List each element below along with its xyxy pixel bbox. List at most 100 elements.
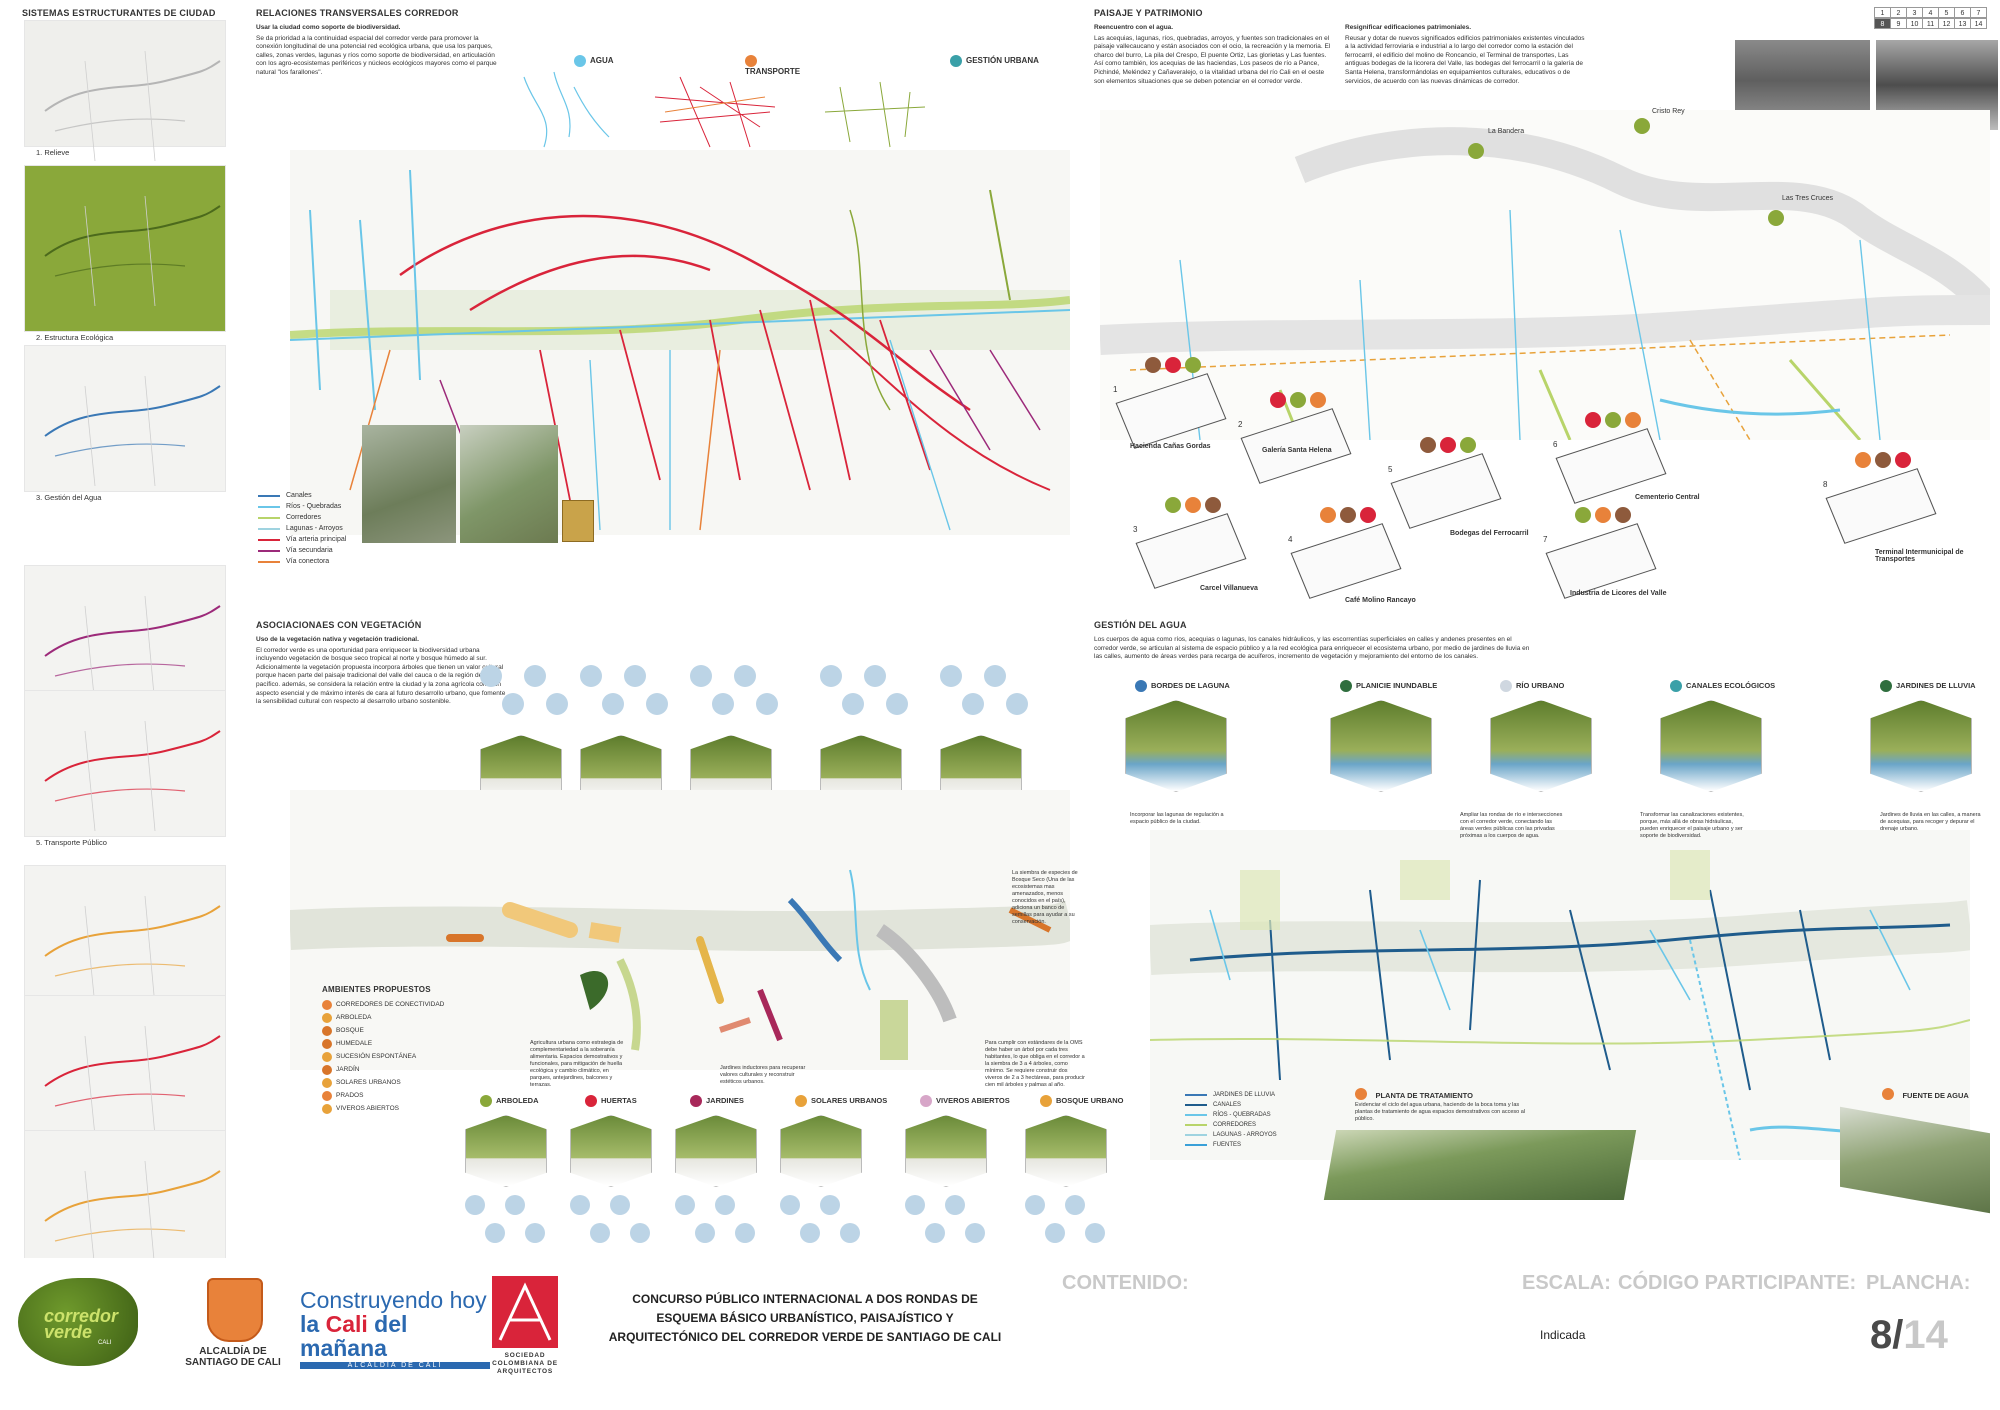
ambiente-type-chip: BOSQUE URBANO [1040,1095,1124,1107]
asociaciones-note-jardines: Jardines inductores para recuperar valor… [720,1065,806,1085]
heritage-use-icon [1185,497,1201,513]
la-bandera-icon [1468,143,1484,159]
sca-name: SOCIEDAD COLOMBIANA DE ARQUITECTOS [492,1352,558,1375]
fauna-flora-circle [864,665,886,687]
fauna-flora-circle [505,1195,525,1215]
relaciones-text-lead: Usar la ciudad como soporte de biodivers… [256,24,401,31]
water-legend-row: JARDINES DE LLUVIA [1185,1090,1277,1100]
fauna-flora-circle [945,1195,965,1215]
planta-tratamiento: PLANTA DE TRATAMIENTO [1355,1085,1473,1103]
paisaje-col1-body: Las acequias, lagunas, ríos, quebradas, … [1094,34,1331,85]
concurso-line1: CONCURSO PÚBLICO INTERNACIONAL A DOS RON… [632,1292,978,1306]
fauna-flora-circle [842,693,864,715]
legend-swatch [258,516,280,519]
building-drawing [1135,513,1247,589]
construyendo-line1: Construyendo hoy [300,1287,487,1313]
construyendo-manana: del mañana [300,1311,408,1361]
legend-swatch [258,538,280,541]
system-thumbnail [24,690,226,837]
heritage-use-icon [1895,452,1911,468]
ambiente-icon [322,1051,332,1062]
relaciones-photo-1 [362,425,456,543]
fuente-label: FUENTE DE AGUA [1902,1091,1969,1100]
water-legend-label: CANALES [1213,1102,1242,1108]
building-name: Terminal Intermunicipal de Transportes [1875,549,1964,563]
ambiente-icon [322,999,332,1010]
water-legend-swatch [1185,1094,1207,1096]
building-number: 5 [1388,465,1393,474]
fauna-flora-circle [480,665,502,687]
legend-swatch [258,505,280,508]
relaciones-text: Usar la ciudad como soporte de biodivers… [256,24,506,78]
system-thumbnail-label: 1. Relieve [36,148,70,157]
plancha-current: 8/ [1870,1313,1904,1357]
system-thumbnail [24,20,226,162]
escala-label: ESCALA: [1522,1272,1611,1294]
ambiente-type-icon [1040,1095,1052,1107]
ambiente-type-label: SOLARES URBANOS [811,1095,888,1105]
plancha-label: PLANCHA: [1866,1272,1971,1294]
contenido-label: CONTENIDO: [1062,1272,1189,1294]
fauna-flora-circle [712,693,734,715]
gestion-text: Los cuerpos de agua como ríos, acequias … [1094,636,1530,661]
legend-row: Canales [258,490,346,501]
water-type-icon [1670,680,1682,692]
sheet-index-cell: 11 [1922,18,1939,29]
planta-note: Evidenciar el ciclo del agua urbana, hac… [1355,1102,1525,1122]
ambiente-row: ARBOLEDA [322,1011,444,1024]
water-legend-label: CORREDORES [1213,1122,1257,1128]
water-iso-block [1660,700,1762,792]
ambiente-label: SUCESIÓN ESPONTÁNEA [336,1053,417,1060]
fauna-flora-circle [1085,1223,1105,1243]
fauna-flora-circle [820,1195,840,1215]
water-legend-row: CANALES [1185,1100,1277,1110]
ambiente-label: CORREDORES DE CONECTIVIDAD [336,1001,445,1008]
fauna-flora-circle [905,1195,925,1215]
water-type-note: Incorporar las lagunas de regulación a e… [1130,812,1224,825]
legend-swatch [258,560,280,563]
asociaciones-note-right: La siembra de especies de Bosque Seco (U… [1012,870,1078,925]
fauna-flora-circle [734,665,756,687]
construyendo-la: la [300,1311,326,1337]
paisaje-col2: Resignificar edificaciones patrimoniales… [1345,24,1585,86]
water-legend-label: FUENTES [1213,1142,1242,1148]
alcaldia-name: ALCALDÍA DE SANTIAGO DE CALI [185,1346,281,1368]
water-legend-label: LAGUNAS - ARROYOS [1213,1132,1277,1138]
heritage-use-icon [1165,357,1181,373]
ambiente-icon [322,1103,332,1114]
fauna-flora-circle [690,665,712,687]
sheet-index-cell: 7 [1970,7,1987,18]
legend-swatch [258,549,280,552]
water-legend-swatch [1185,1124,1207,1126]
water-legend-row: RÍOS - QUEBRADAS [1185,1110,1277,1120]
planta-icon [1355,1087,1367,1100]
construyendo-logo: Construyendo hoy la Cali del mañana ALCA… [300,1288,490,1369]
water-type-chip: PLANICIE INUNDABLE [1340,680,1437,692]
fuente-agua: FUENTE DE AGUA [1882,1085,1969,1103]
water-type-label: JARDINES DE LLUVIA [1896,680,1976,690]
fauna-flora-circle [1065,1195,1085,1215]
paisaje-col1: Reencuentro con el agua. Las acequias, l… [1094,24,1332,86]
ambientes-legend: AMBIENTES PROPUESTOS CORREDORES DE CONEC… [322,985,444,1115]
fauna-flora-circle [590,1223,610,1243]
heritage-use-icon [1420,437,1436,453]
water-legend-swatch [1185,1104,1207,1106]
ambiente-icon [322,1064,332,1075]
ambiente-row: JARDÍN [322,1063,444,1076]
ambiente-type-chip: JARDINES [690,1095,744,1107]
heritage-use-icon [1270,392,1286,408]
asociaciones-text-body: El corredor verde es una oportunidad par… [256,646,506,706]
building-number: 7 [1543,535,1548,544]
system-thumbnail [24,995,226,1142]
legend-row: Corredores [258,512,346,523]
fauna-flora-circle [962,693,984,715]
ambiente-type-label: HUERTAS [601,1095,637,1105]
ambiente-iso-block [1025,1115,1107,1187]
fauna-flora-circle [695,1223,715,1243]
fauna-flora-circle [1045,1223,1065,1243]
system-thumbnail-label: 5. Transporte Público [36,838,107,847]
plancha-total: 14 [1903,1313,1948,1357]
codigo-label: CÓDIGO PARTICIPANTE: [1618,1272,1857,1294]
system-thumbnail-label: 3. Gestión del Agua [36,493,102,502]
